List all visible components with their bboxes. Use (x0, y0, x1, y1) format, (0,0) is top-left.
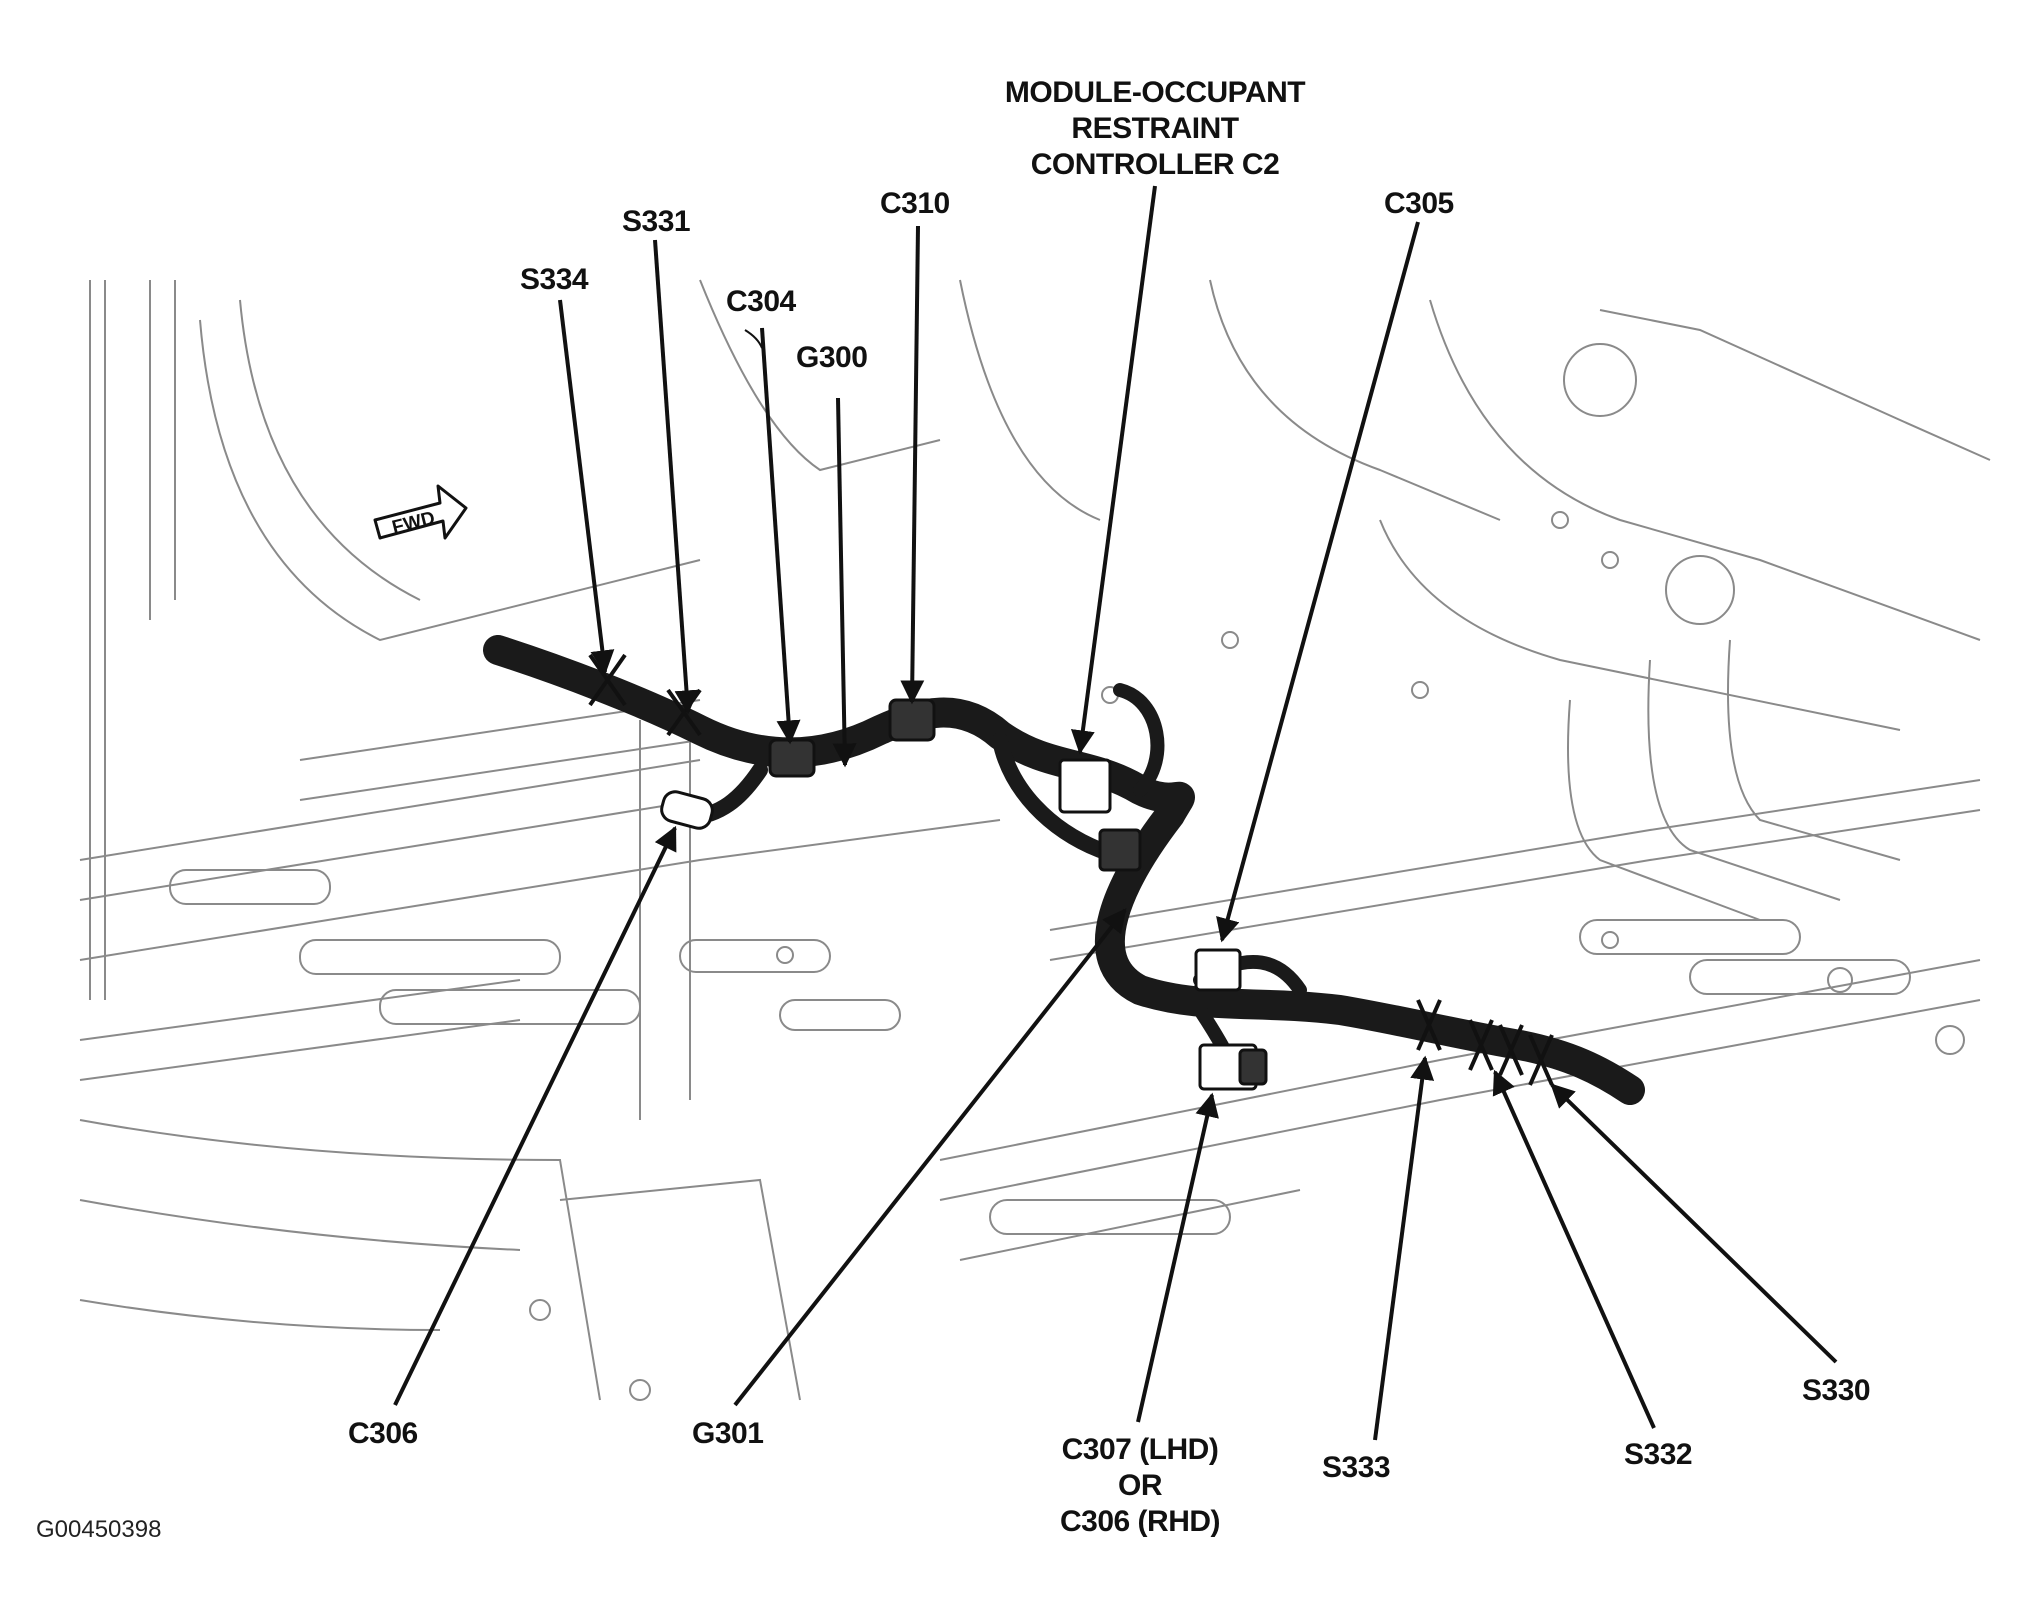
label-module-occupant-restraint-controller: MODULE-OCCUPANT RESTRAINT CONTROLLER C2 (985, 75, 1325, 183)
leader-s334 (558, 299, 615, 675)
leader-c304 (760, 327, 801, 745)
label-g301: G301 (692, 1417, 764, 1450)
label-c305: C305 (1384, 187, 1454, 220)
label-c307-line3: C306 (RHD) (1059, 1505, 1221, 1538)
label-module-line1: MODULE-OCCUPANT (1004, 76, 1306, 109)
label-s334: S334 (520, 263, 589, 296)
leader-s333 (1373, 1055, 1435, 1441)
figure-id: G00450398 (36, 1516, 162, 1543)
label-c307-line2: OR (1118, 1469, 1163, 1502)
label-module-line3: CONTROLLER C2 (1030, 148, 1280, 181)
forward-direction-arrow-icon: FWD (373, 484, 468, 540)
label-s333: S333 (1322, 1451, 1391, 1484)
label-c310: C310 (880, 187, 950, 220)
leader-c307 (1136, 1092, 1219, 1423)
label-c307-line1: C307 (LHD) (1061, 1433, 1219, 1466)
floor-pan-line-art (79, 279, 1991, 1401)
label-module-line2: RESTRAINT (1071, 112, 1239, 145)
c304-label-tick (744, 329, 763, 349)
leader-s332 (1492, 1069, 1656, 1429)
label-g300: G300 (796, 341, 868, 374)
leader-c305 (1216, 221, 1420, 943)
label-c306: C306 (348, 1417, 418, 1450)
label-s331: S331 (622, 205, 691, 238)
harness-connectors (660, 698, 1268, 1091)
leader-s330 (1550, 1083, 1838, 1364)
leader-g301 (733, 908, 1127, 1407)
label-c304: C304 (726, 285, 796, 318)
leader-s331 (653, 239, 699, 715)
leader-g300 (832, 397, 857, 768)
leader-c306 (393, 825, 677, 1406)
fwd-badge-text: FWD (390, 508, 437, 539)
label-s330: S330 (1802, 1374, 1871, 1407)
leader-lines (393, 185, 1838, 1441)
leader-module (1070, 185, 1157, 755)
label-s332: S332 (1624, 1438, 1693, 1471)
label-c307-or-c306: C307 (LHD) OR C306 (RHD) (1030, 1432, 1250, 1540)
wiring-harness (483, 635, 1645, 1105)
leader-c310 (900, 225, 925, 705)
